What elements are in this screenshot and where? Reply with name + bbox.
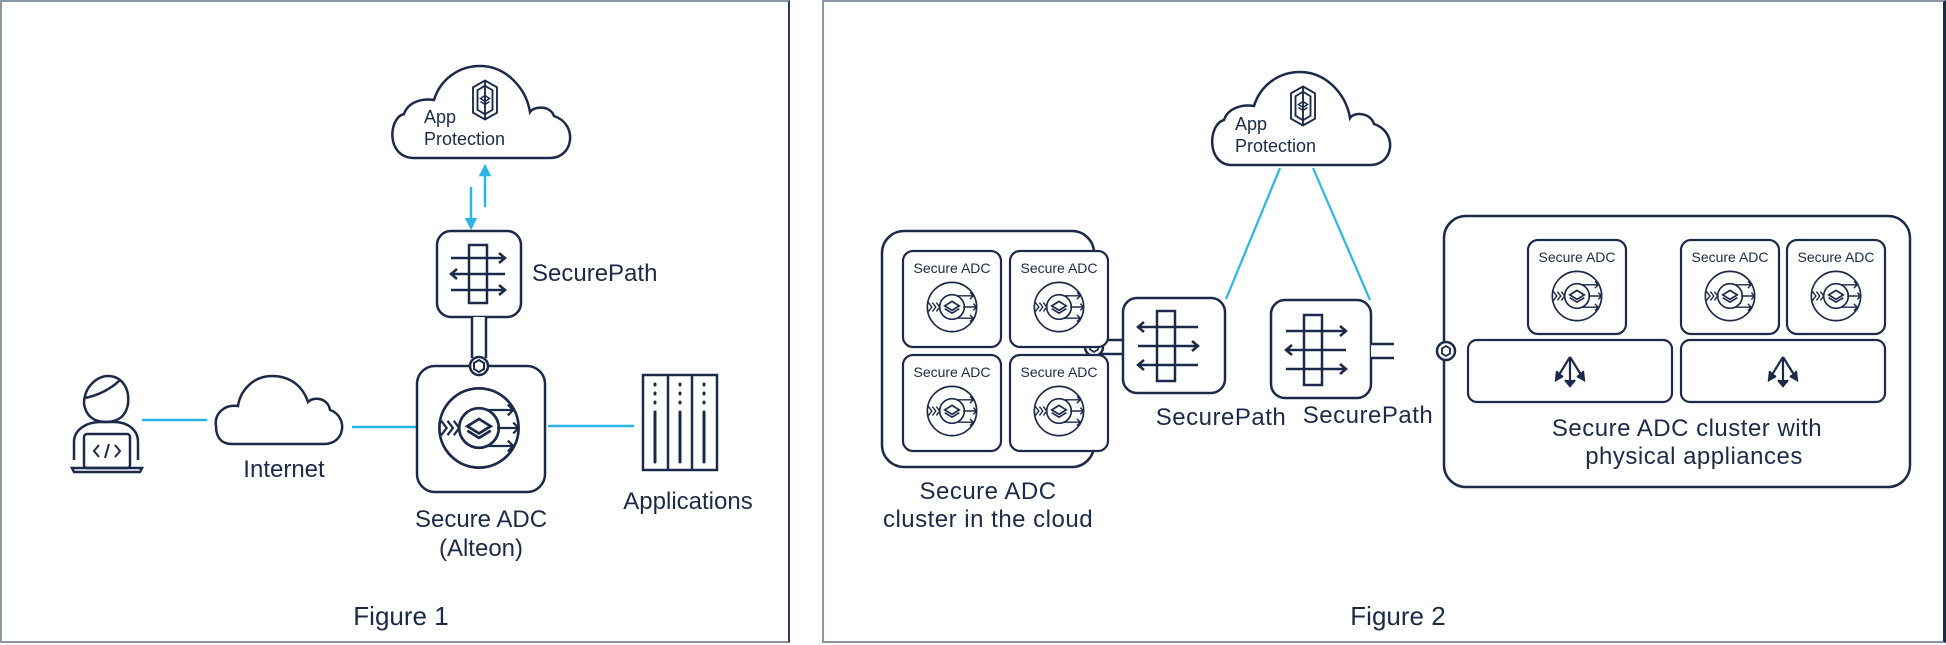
secure-adc-node-label: Secure ADC bbox=[913, 364, 991, 380]
connector-node bbox=[1435, 340, 1457, 362]
internet-label: Internet bbox=[243, 456, 325, 483]
figure-1-panel: App Protection SecurePath Internet Secur… bbox=[0, 0, 790, 643]
securepath-right-icon bbox=[1269, 298, 1395, 400]
cloud-cluster-nodes bbox=[901, 249, 1110, 453]
applications-label: Applications bbox=[623, 488, 753, 515]
figure-2-caption: Figure 2 bbox=[1350, 601, 1446, 631]
secure-adc-node-label: Secure ADC bbox=[1020, 260, 1098, 276]
figure-1-caption: Figure 1 bbox=[353, 601, 449, 631]
secure-adc-node-icon bbox=[901, 353, 1003, 453]
applications-server-rack-icon bbox=[641, 373, 719, 472]
secure-adc-node-label: Secure ADC bbox=[1020, 364, 1098, 380]
secure-adc-node-label: Secure ADC bbox=[1691, 249, 1769, 265]
secure-adc-icon bbox=[415, 355, 547, 494]
cloud-cluster-caption-line1: Secure ADC bbox=[919, 478, 1057, 505]
secure-adc-label: Secure ADC bbox=[414, 506, 548, 533]
securepath-icon bbox=[435, 229, 523, 361]
physical-cluster-nodes bbox=[1526, 238, 1887, 336]
physical-cluster-caption-line2: physical appliances bbox=[1585, 443, 1803, 470]
link-app-protection-securepath-left bbox=[1224, 167, 1282, 300]
securepath-right-label: SecurePath bbox=[1302, 402, 1434, 429]
app-protection-cloud-icon bbox=[391, 64, 572, 160]
app-protection-label-line2: Protection bbox=[1235, 136, 1317, 156]
figure-1-diagram bbox=[69, 64, 719, 494]
figure-2-diagram bbox=[880, 70, 1912, 489]
securepath-left-icon bbox=[1121, 296, 1227, 395]
physical-appliance-left bbox=[1466, 338, 1674, 404]
app-protection-label-line2: Protection bbox=[424, 129, 506, 149]
securepath-left-label: SecurePath bbox=[1155, 404, 1287, 431]
distribute-arrows-icon bbox=[1554, 356, 1586, 388]
developer-user-icon bbox=[69, 374, 145, 474]
cloud-cluster-caption-line2: cluster in the cloud bbox=[882, 506, 1094, 533]
secure-adc-node-icon bbox=[1008, 249, 1110, 349]
link-app-protection-securepath-right bbox=[1311, 167, 1372, 301]
secure-adc-node-label: Secure ADC bbox=[913, 260, 991, 276]
secure-adc-node-icon bbox=[1008, 353, 1110, 453]
secure-adc-sublabel: (Alteon) bbox=[438, 535, 524, 562]
app-protection-label-line1: App bbox=[1235, 114, 1268, 134]
securepath-label: SecurePath bbox=[532, 260, 658, 287]
secure-adc-node-icon bbox=[1526, 238, 1628, 336]
secure-adc-node-label: Secure ADC bbox=[1797, 249, 1875, 265]
physical-cluster-caption-line1: Secure ADC cluster with bbox=[1551, 415, 1823, 442]
app-protection-cloud-icon bbox=[1211, 70, 1392, 167]
physical-appliance-right bbox=[1679, 338, 1887, 404]
app-protection-label-line1: App bbox=[424, 107, 457, 127]
secure-adc-node-icon bbox=[1679, 238, 1781, 336]
distribute-arrows-icon bbox=[1767, 356, 1799, 388]
secure-adc-node-icon bbox=[901, 249, 1003, 349]
internet-cloud-icon bbox=[214, 374, 344, 446]
secure-adc-node-label: Secure ADC bbox=[1538, 249, 1616, 265]
figure-2-panel: App Protection Secure ADC Secure ADC Secur… bbox=[822, 0, 1946, 643]
secure-adc-node-icon bbox=[1785, 238, 1887, 336]
